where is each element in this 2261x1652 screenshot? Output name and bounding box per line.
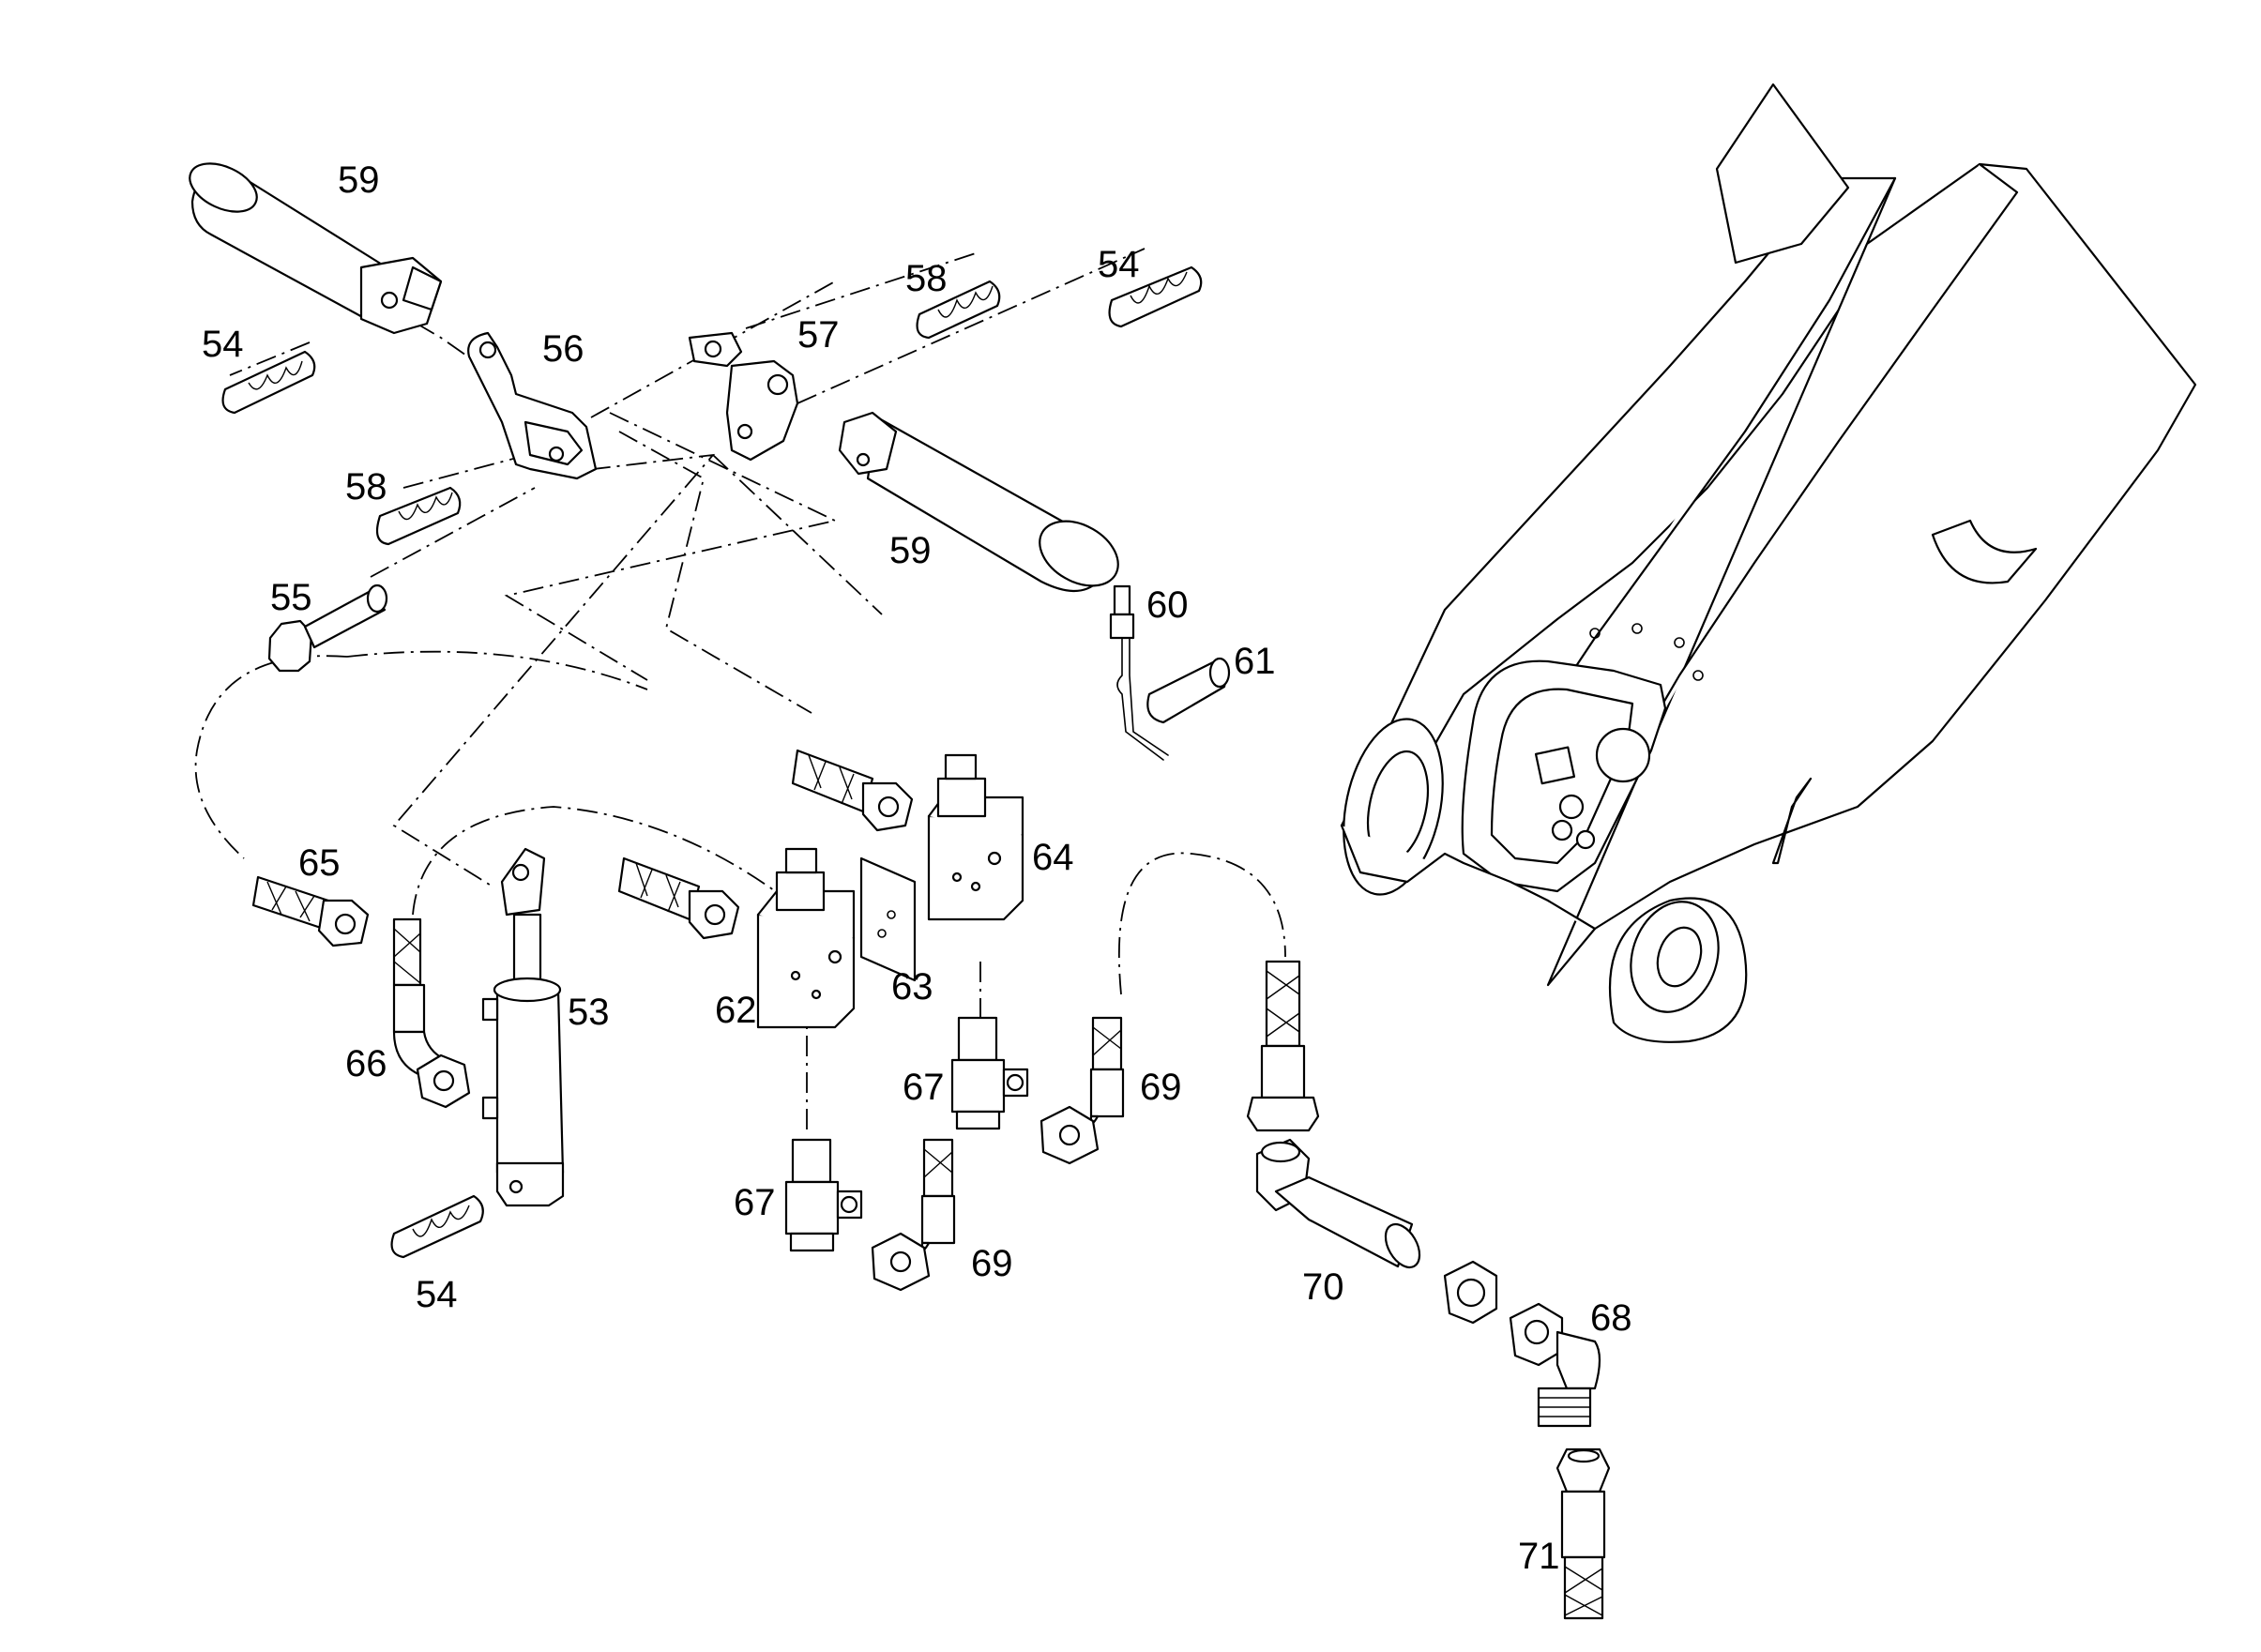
pin-54-bottom (390, 1194, 484, 1259)
nut (1443, 1260, 1498, 1325)
part-64-valve (927, 753, 1024, 921)
callout-61: 61 (1234, 641, 1276, 682)
hose-fitting-middle (617, 856, 740, 940)
part-67-fitting-left (784, 1138, 863, 1252)
part-68-elbow (1509, 1302, 1601, 1428)
hose-fitting-long (1246, 960, 1320, 1132)
part-66-hose-elbow (392, 917, 471, 1109)
callout-59-upper: 59 (338, 159, 380, 201)
callout-55: 55 (270, 577, 312, 618)
callout-labels: 59 54 56 57 58 54 58 59 55 60 61 64 65 6… (202, 159, 1632, 1577)
part-67-fitting-right (950, 1016, 1029, 1130)
part-71-hose (1555, 1447, 1611, 1620)
callout-56: 56 (542, 328, 584, 370)
callout-63: 63 (891, 966, 933, 1008)
callout-60: 60 (1146, 584, 1189, 626)
callout-58-left: 58 (345, 466, 387, 508)
callout-54-left: 54 (202, 324, 244, 365)
part-60-sensor (1109, 584, 1169, 761)
callout-68: 68 (1590, 1297, 1632, 1339)
hose-fitting-upper (791, 749, 914, 832)
part-57-bracket (688, 331, 799, 462)
pin-58-left (375, 486, 462, 546)
part-61-sleeve (1146, 657, 1231, 724)
callout-62: 62 (715, 990, 757, 1031)
callout-58-top: 58 (905, 258, 948, 299)
part-69-hose-right (1039, 1016, 1125, 1165)
part-65-hose-fitting (251, 875, 370, 947)
pin-54-left (221, 350, 316, 415)
callout-67-right: 67 (903, 1067, 945, 1108)
callout-70: 70 (1302, 1266, 1344, 1308)
callout-69-right: 69 (1140, 1067, 1182, 1108)
part-59-upper-cylinder (189, 162, 443, 335)
part-69-hose-left (871, 1138, 956, 1292)
callout-59-lower: 59 (889, 530, 932, 571)
part-59-lower-cylinder (838, 411, 1119, 592)
callout-71: 71 (1518, 1536, 1560, 1577)
part-53-cylinder (481, 847, 565, 1207)
boom-arm (1340, 83, 2197, 1043)
callout-53: 53 (568, 992, 610, 1033)
assembly-leader-lines (194, 248, 1286, 1135)
callout-67-left: 67 (734, 1182, 776, 1223)
pin-54-top (1108, 265, 1203, 328)
callout-54-bottom: 54 (416, 1274, 458, 1315)
callout-65: 65 (298, 842, 341, 884)
callout-69-left: 69 (971, 1243, 1013, 1284)
part-63-gasket (859, 856, 917, 982)
pin-58-top (916, 280, 1001, 340)
callout-57: 57 (797, 314, 840, 356)
part-56-bracket (467, 331, 598, 480)
part-70-elbow-pipe (1255, 1138, 1421, 1269)
callout-64: 64 (1032, 837, 1074, 878)
part-62-valve (756, 847, 856, 1029)
part-55-bolt (267, 584, 388, 673)
callout-66: 66 (345, 1043, 387, 1084)
callout-54-top: 54 (1098, 244, 1140, 285)
